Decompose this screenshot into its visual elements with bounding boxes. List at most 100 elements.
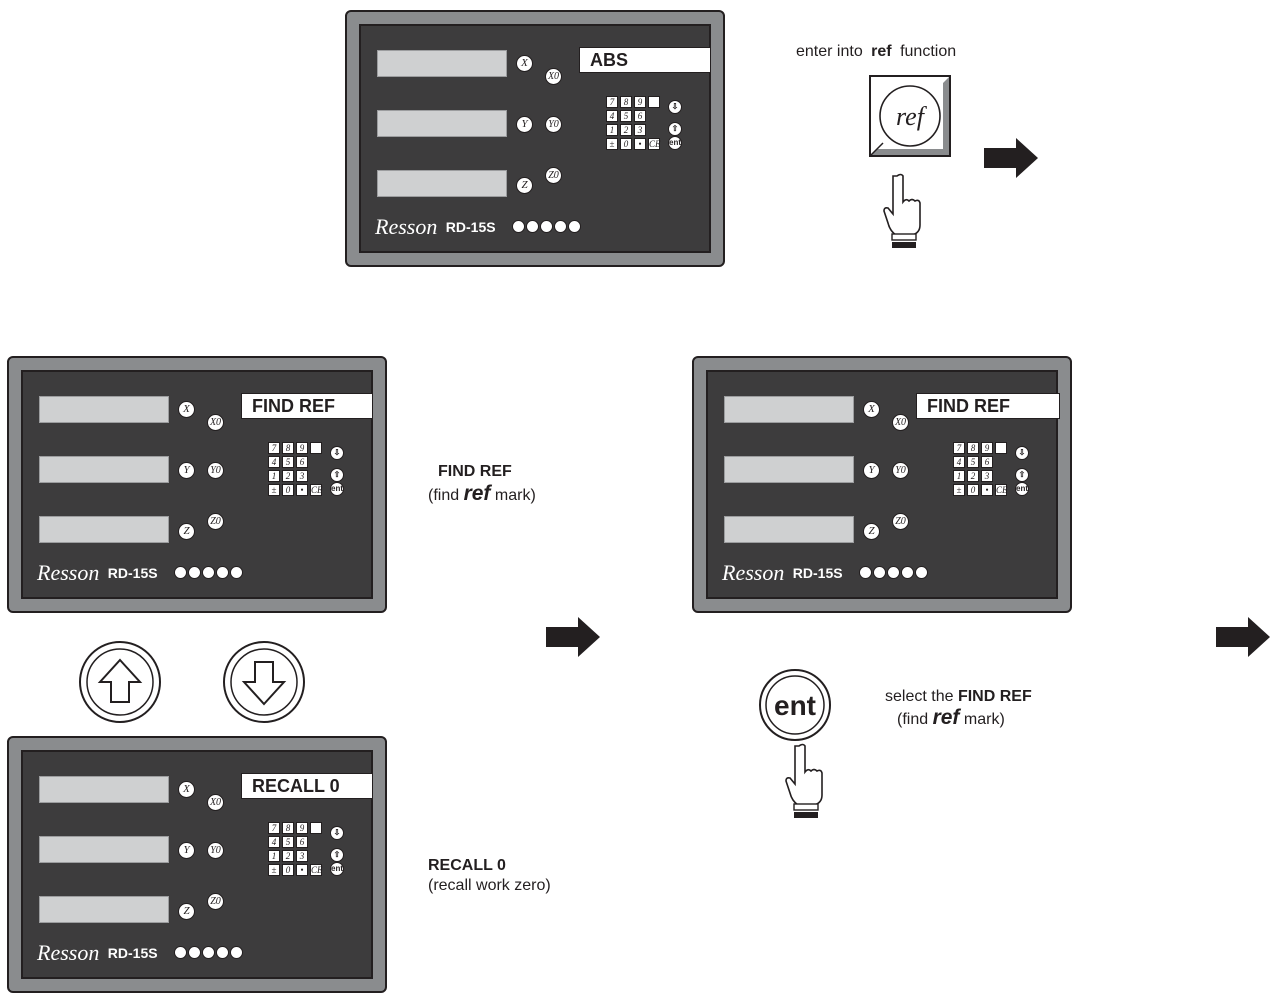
function-key[interactable] — [174, 946, 188, 960]
arrow-up-icon[interactable]: ⇧ — [330, 468, 344, 482]
zero-y-button[interactable]: Y0 — [545, 116, 562, 133]
function-key[interactable] — [512, 220, 526, 234]
function-key[interactable] — [230, 566, 244, 580]
axis-y-button[interactable]: Y — [863, 462, 880, 479]
function-key[interactable] — [540, 220, 554, 234]
keypad-key[interactable]: 6 — [296, 836, 308, 848]
keypad-key[interactable]: 6 — [634, 110, 646, 122]
keypad-key[interactable]: 5 — [620, 110, 632, 122]
axis-y-button[interactable]: Y — [516, 116, 533, 133]
keypad-key[interactable]: 1 — [606, 124, 618, 136]
arrow-down-icon[interactable]: ⇩ — [330, 446, 344, 460]
axis-x-button[interactable]: X — [178, 781, 195, 798]
keypad-key[interactable]: 2 — [620, 124, 632, 136]
function-key[interactable] — [230, 946, 244, 960]
keypad-key[interactable]: 1 — [268, 470, 280, 482]
keypad-key[interactable]: 3 — [634, 124, 646, 136]
keypad-key[interactable]: 3 — [296, 470, 308, 482]
function-key[interactable] — [216, 946, 230, 960]
axis-x-button[interactable]: X — [178, 401, 195, 418]
zero-z-button[interactable]: Z0 — [207, 513, 224, 530]
keypad-key[interactable]: 7 — [953, 442, 965, 454]
down-arrow-button-icon[interactable] — [222, 640, 306, 724]
keypad-key[interactable]: 6 — [981, 456, 993, 468]
function-key[interactable] — [873, 566, 887, 580]
keypad-key[interactable]: 8 — [967, 442, 979, 454]
keypad-key[interactable]: 0 — [620, 138, 632, 150]
keypad-key[interactable]: • — [981, 484, 993, 496]
keypad-key[interactable]: CE — [995, 484, 1008, 496]
keypad-key[interactable]: 9 — [634, 96, 646, 108]
keypad-key[interactable]: 4 — [606, 110, 618, 122]
zero-y-button[interactable]: Y0 — [892, 462, 909, 479]
keypad-key[interactable]: 5 — [282, 456, 294, 468]
keypad-key[interactable]: 7 — [268, 442, 280, 454]
keypad-key[interactable]: 0 — [282, 484, 294, 496]
function-key[interactable] — [216, 566, 230, 580]
keypad-key[interactable]: 8 — [620, 96, 632, 108]
axis-x-button[interactable]: X — [863, 401, 880, 418]
zero-y-button[interactable]: Y0 — [207, 842, 224, 859]
keypad-key[interactable]: 0 — [967, 484, 979, 496]
zero-z-button[interactable]: Z0 — [892, 513, 909, 530]
arrow-down-icon[interactable]: ⇩ — [1015, 446, 1029, 460]
arrow-down-icon[interactable]: ⇩ — [330, 826, 344, 840]
function-key[interactable] — [887, 566, 901, 580]
backspace-key[interactable] — [310, 442, 322, 454]
keypad-key[interactable]: • — [296, 484, 308, 496]
axis-z-button[interactable]: Z — [178, 903, 195, 920]
arrow-up-icon[interactable]: ⇧ — [330, 848, 344, 862]
keypad-key[interactable]: ± — [606, 138, 618, 150]
up-arrow-button-icon[interactable] — [78, 640, 162, 724]
function-key[interactable] — [202, 566, 216, 580]
function-key[interactable] — [859, 566, 873, 580]
arrow-up-icon[interactable]: ⇧ — [668, 122, 682, 136]
function-key[interactable] — [901, 566, 915, 580]
arrow-down-icon[interactable]: ⇩ — [668, 100, 682, 114]
function-key[interactable] — [568, 220, 582, 234]
ref-key-button[interactable]: ref — [869, 75, 951, 157]
axis-y-button[interactable]: Y — [178, 462, 195, 479]
ent-key[interactable]: ent — [668, 136, 682, 150]
keypad-key[interactable]: 8 — [282, 442, 294, 454]
zero-z-button[interactable]: Z0 — [545, 167, 562, 184]
function-key[interactable] — [554, 220, 568, 234]
keypad-key[interactable]: 4 — [268, 836, 280, 848]
keypad-key[interactable]: 3 — [296, 850, 308, 862]
backspace-key[interactable] — [995, 442, 1007, 454]
function-key[interactable] — [174, 566, 188, 580]
axis-z-button[interactable]: Z — [516, 177, 533, 194]
keypad-key[interactable]: ± — [268, 484, 280, 496]
keypad-key[interactable]: 1 — [268, 850, 280, 862]
zero-y-button[interactable]: Y0 — [207, 462, 224, 479]
function-key[interactable] — [188, 566, 202, 580]
keypad-key[interactable]: 6 — [296, 456, 308, 468]
backspace-key[interactable] — [648, 96, 660, 108]
keypad-key[interactable]: 9 — [981, 442, 993, 454]
function-key[interactable] — [526, 220, 540, 234]
zero-x-button[interactable]: X0 — [207, 414, 224, 431]
zero-x-button[interactable]: X0 — [545, 68, 562, 85]
zero-x-button[interactable]: X0 — [892, 414, 909, 431]
keypad-key[interactable]: 4 — [953, 456, 965, 468]
keypad-key[interactable]: 1 — [953, 470, 965, 482]
keypad-key[interactable]: 8 — [282, 822, 294, 834]
keypad-key[interactable]: CE — [310, 484, 323, 496]
zero-z-button[interactable]: Z0 — [207, 893, 224, 910]
keypad-key[interactable]: 5 — [282, 836, 294, 848]
keypad-key[interactable]: 5 — [967, 456, 979, 468]
keypad-key[interactable]: 3 — [981, 470, 993, 482]
keypad-key[interactable]: ± — [268, 864, 280, 876]
keypad-key[interactable]: CE — [310, 864, 323, 876]
axis-z-button[interactable]: Z — [863, 523, 880, 540]
ent-key[interactable]: ent — [1015, 482, 1029, 496]
axis-y-button[interactable]: Y — [178, 842, 195, 859]
zero-x-button[interactable]: X0 — [207, 794, 224, 811]
function-key[interactable] — [188, 946, 202, 960]
axis-z-button[interactable]: Z — [178, 523, 195, 540]
keypad-key[interactable]: 2 — [282, 470, 294, 482]
keypad-key[interactable]: 0 — [282, 864, 294, 876]
keypad-key[interactable]: 9 — [296, 822, 308, 834]
keypad-key[interactable]: 2 — [967, 470, 979, 482]
axis-x-button[interactable]: X — [516, 55, 533, 72]
